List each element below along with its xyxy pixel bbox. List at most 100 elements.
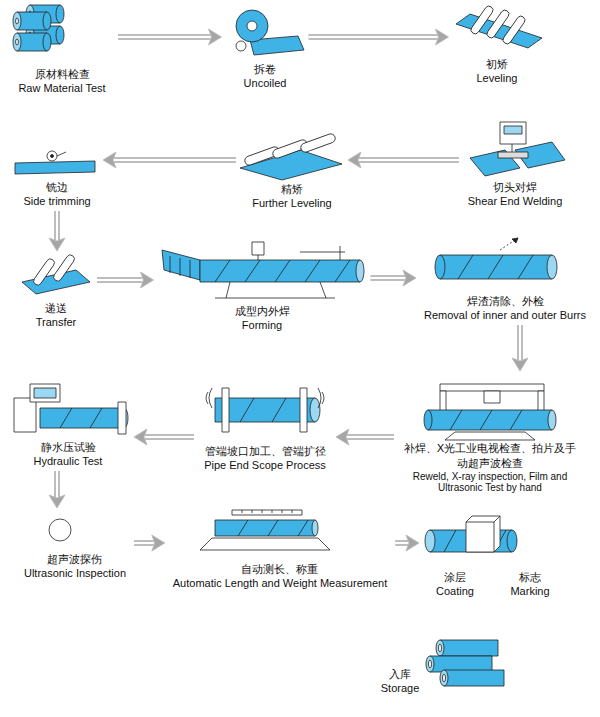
coating-marking-station [425, 530, 435, 552]
chinese-caption: 递送 [23, 301, 89, 316]
pipe-end-facing [206, 388, 324, 432]
stored-pipes [443, 674, 446, 682]
stored-pipes [426, 656, 434, 672]
english-caption: Removal of inner and outer Burrs [424, 309, 586, 321]
arrow-shaft-inner [371, 277, 405, 279]
steel-coils [16, 18, 19, 24]
english-caption: Forming [162, 319, 363, 331]
stored-pipes [444, 670, 504, 686]
chinese-caption: 静水压试验 [10, 440, 126, 455]
english-caption: Reweld, X-ray inspection, Film and Ultra… [402, 471, 578, 493]
arrow-shaft-inner [519, 325, 521, 360]
forming-machine [215, 260, 350, 282]
steel-coils [17, 33, 47, 51]
process-step: 拆卷Uncoiled [228, 10, 303, 89]
process-step: 原材料检查Raw Material Test [12, 5, 112, 94]
flow-arrow [134, 535, 165, 551]
hydrostatic-tester [14, 384, 128, 434]
chinese-caption: 铣边 [19, 180, 95, 195]
arrow-shaft [395, 540, 408, 546]
steel-coils [56, 26, 64, 44]
hydrostatic-tester [40, 408, 124, 428]
stored-pipes [440, 670, 448, 686]
process-step: 铣边Side trimming [17, 148, 97, 207]
steel-coils [13, 5, 64, 51]
arrow-shaft-inner [395, 542, 408, 544]
arrow-shaft [371, 275, 405, 281]
arrow-head [436, 29, 449, 45]
forming-machine [190, 260, 191, 278]
chinese-caption: 标志 [507, 570, 553, 585]
english-caption: Hydraulic Test [10, 455, 126, 467]
arrow-shaft-inner [97, 279, 143, 281]
chinese-caption: 切头对焊 [467, 180, 563, 195]
pipe-inspection [547, 255, 557, 279]
forming-machine [226, 282, 230, 298]
forming-machine [215, 298, 335, 299]
forming-machine [200, 260, 360, 282]
process-step: 切头对焊Shear End Welding [465, 120, 565, 207]
chinese-caption: 焊渣清除、外检 [424, 294, 586, 309]
arrow-head [49, 238, 65, 251]
process-step: 自动测长、称重Automatic Length and Weight Measu… [171, 505, 389, 589]
process-step: 补焊、X光工业电视检查、拍片及手动超声波检查Reweld, X-ray insp… [400, 375, 580, 493]
arrow-shaft [134, 540, 154, 546]
forming-machine [300, 252, 345, 253]
process-step: 递送Transfer [21, 255, 91, 328]
process-step: 初矫Leveling [455, 5, 540, 84]
pipe-inspection [435, 255, 445, 279]
measuring-table [200, 538, 330, 550]
edge-milling [15, 161, 95, 174]
pipe-end-facing [222, 388, 229, 432]
arrow-head [209, 29, 222, 45]
pipe-inspection [458, 255, 533, 279]
hydrostatic-tester [30, 384, 60, 402]
inspection-gantry [445, 432, 535, 440]
arrow-head [141, 272, 154, 288]
coating-marking-station [494, 522, 495, 552]
coating-marking-station [507, 530, 517, 552]
english-caption: Raw Material Test [14, 82, 110, 94]
inspection-gantry [424, 384, 556, 440]
shear-welder [500, 122, 526, 144]
arrow-shaft-inner [145, 436, 194, 438]
edge-milling [51, 155, 54, 158]
arrow-shaft [54, 211, 60, 240]
inspection-gantry [450, 410, 522, 430]
english-caption: Coating [427, 585, 483, 597]
measuring-table [312, 520, 318, 536]
hydrostatic-tester [34, 388, 56, 398]
shear-welder [470, 122, 565, 176]
chinese-caption: 初矫 [457, 57, 538, 72]
forming-machine [356, 260, 364, 282]
illustration-group [13, 5, 565, 686]
arrow-head [134, 429, 147, 445]
arrow-shaft [54, 471, 60, 497]
process-step: 管端坡口加工、管端扩径Pipe End Scope Process [200, 382, 330, 471]
chinese-caption: 涂层 [427, 570, 483, 585]
chinese-caption: 管端坡口加工、管端扩径 [202, 444, 328, 459]
measuring-table [238, 520, 308, 536]
steel-coils [17, 12, 47, 30]
english-caption: Ultrasonic Inspection [24, 567, 126, 579]
transfer-rollers [52, 253, 76, 282]
forming-machine [258, 255, 259, 260]
chinese-caption: 精矫 [244, 182, 340, 197]
coating-marking-station [466, 516, 500, 552]
arrow-head [403, 270, 416, 286]
steel-coils [56, 5, 64, 23]
arrow-head [49, 495, 65, 508]
forming-machine [170, 256, 171, 273]
stored-pipes [436, 640, 444, 656]
forming-machine [320, 282, 326, 298]
flow-arrow [336, 429, 394, 445]
process-step: 涂层Coating [425, 513, 485, 597]
arrow-shaft-inner [56, 471, 58, 497]
process-step: 入库Storage [379, 667, 422, 694]
arrow-shaft-inner [134, 542, 154, 544]
uncoiler [236, 41, 246, 51]
steel-coils [13, 12, 21, 30]
chinese-caption: 成型内外焊 [162, 304, 363, 319]
arrow-head [512, 358, 528, 371]
